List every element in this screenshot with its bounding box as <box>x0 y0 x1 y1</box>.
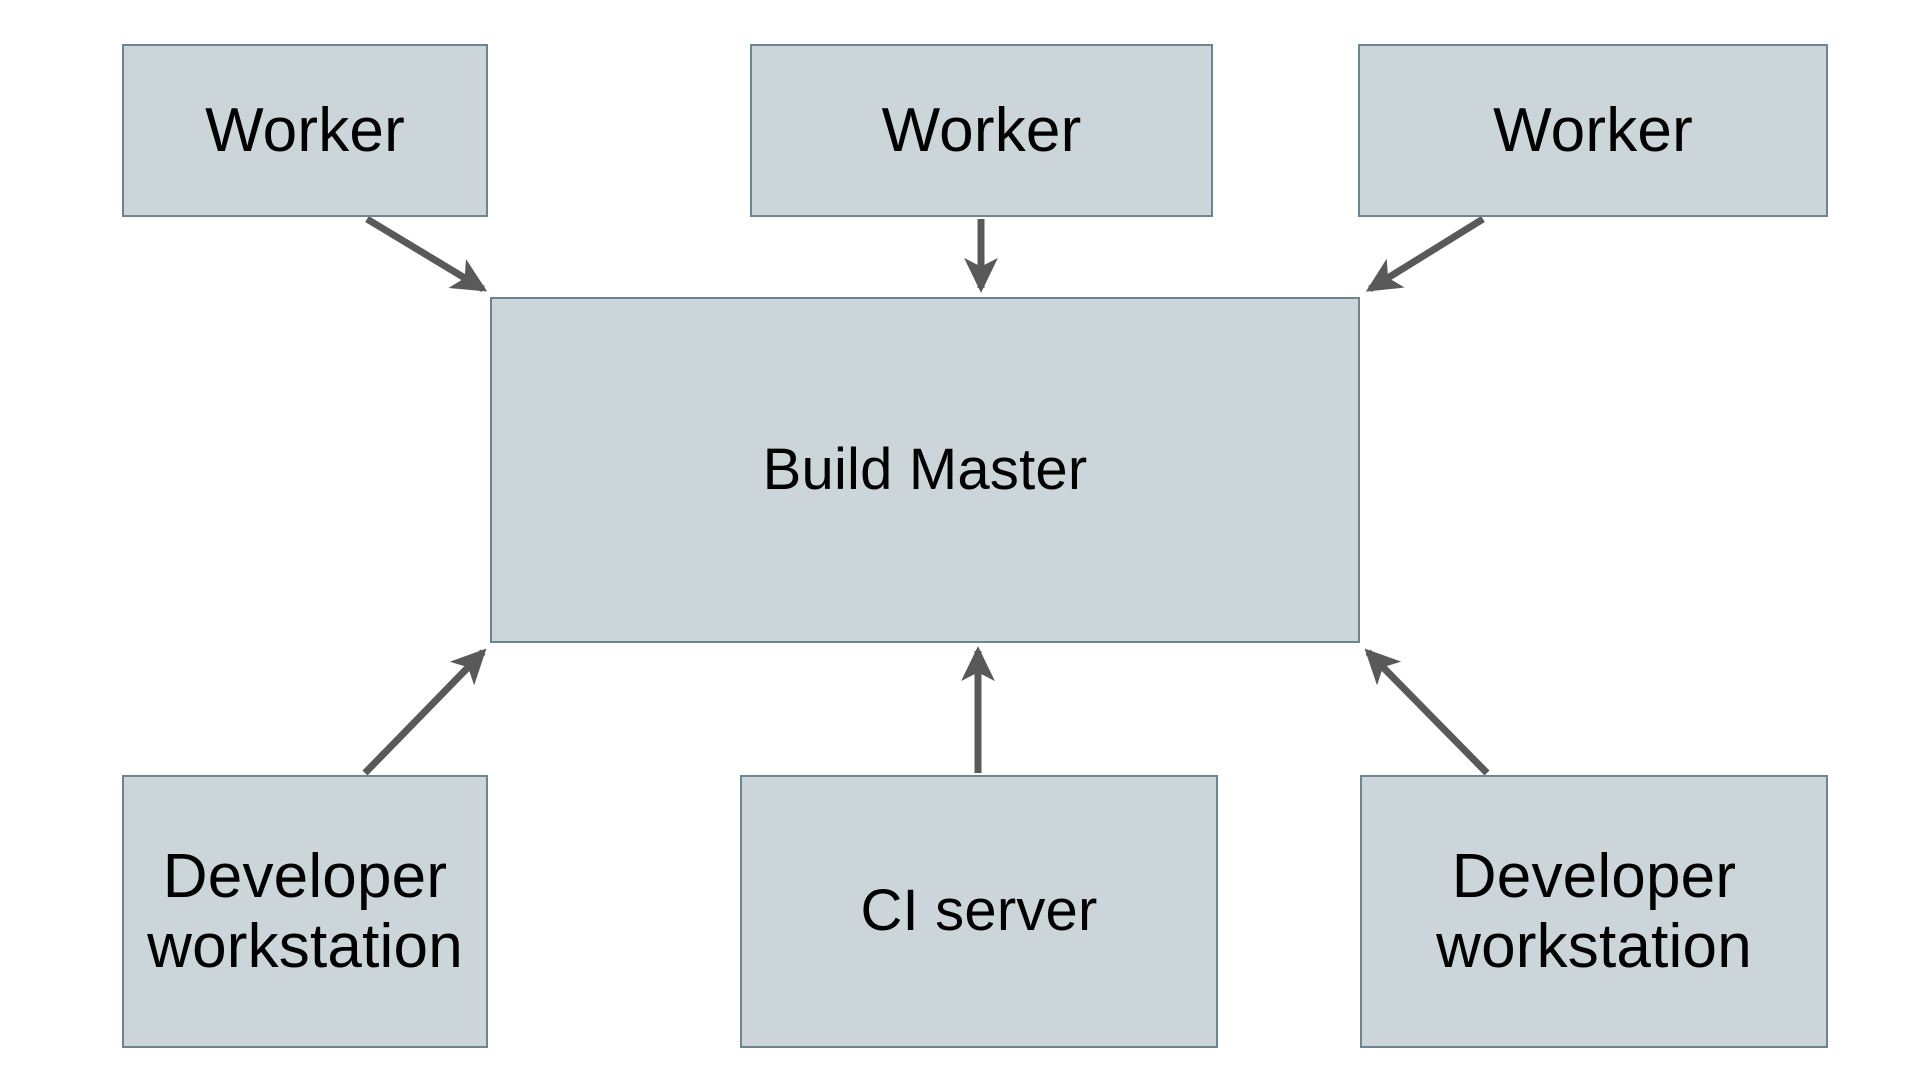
node-developer-workstation-right[interactable]: Developer workstation <box>1360 775 1828 1048</box>
node-label: Worker <box>881 95 1082 165</box>
node-worker-left[interactable]: Worker <box>122 44 488 217</box>
node-label: Developer workstation <box>1436 842 1752 981</box>
node-label: Build Master <box>762 436 1088 502</box>
node-build-master[interactable]: Build Master <box>490 297 1360 643</box>
node-label: Worker <box>1493 95 1693 165</box>
edge-worker-right-to-master <box>1365 216 1485 292</box>
node-ci-server[interactable]: CI server <box>740 775 1218 1048</box>
node-worker-right[interactable]: Worker <box>1358 44 1828 217</box>
node-developer-workstation-left[interactable]: Developer workstation <box>122 775 488 1048</box>
node-label: CI server <box>860 878 1098 944</box>
node-worker-middle[interactable]: Worker <box>750 44 1213 217</box>
node-label: Developer workstation <box>147 842 463 981</box>
edge-dev-right-to-master <box>1364 648 1490 776</box>
edge-dev-left-to-master <box>362 648 487 776</box>
node-label: Worker <box>205 95 405 165</box>
edge-worker-left-to-master <box>365 216 488 292</box>
